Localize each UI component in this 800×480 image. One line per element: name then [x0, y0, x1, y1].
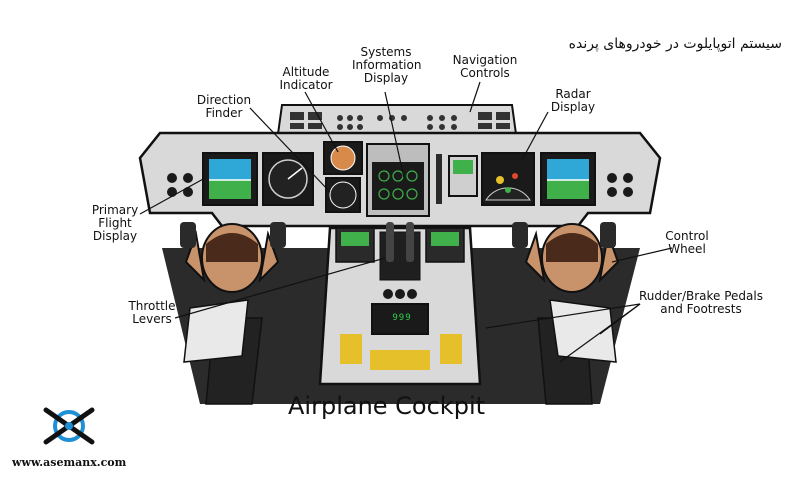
label-primary-flight-display: Primary Flight Display — [91, 203, 139, 243]
right-control-wheel-grip — [512, 222, 528, 248]
persian-title: سیستم اتوپایلوت در خودروهای پرنده — [568, 36, 782, 52]
label-radar-display: Radar Display — [550, 87, 596, 114]
asemanx-logo-icon — [43, 407, 95, 445]
website-url: www.asemanx.com — [12, 456, 127, 469]
label-throttle-levers: Throttle Levers — [128, 299, 176, 326]
side-knobs — [167, 173, 633, 197]
vertical-gauge — [436, 154, 442, 204]
label-navigation-controls: Navigation Controls — [452, 53, 518, 80]
label-altitude-indicator: Altitude Indicator — [279, 65, 333, 92]
right-pilot — [524, 223, 620, 293]
left-footrest — [183, 299, 249, 363]
overhead-switches — [290, 112, 510, 130]
label-leader-lines — [139, 81, 673, 363]
label-direction-finder: Direction Finder — [196, 93, 252, 120]
right-control-wheel-grip-2 — [600, 222, 616, 248]
label-systems-information-display: Systems Information Display — [352, 45, 422, 85]
throttle-levers — [379, 222, 421, 281]
left-control-wheel-grip — [180, 222, 196, 248]
left-control-wheel-grip-2 — [270, 222, 286, 248]
diagram-title: Airplane Cockpit — [288, 392, 486, 420]
console-readout-screen — [371, 303, 429, 335]
label-control-wheel: Control Wheel — [665, 229, 709, 256]
left-pilot — [184, 223, 280, 293]
pedestal-button-grids — [340, 334, 462, 370]
console-readout: 999 — [392, 313, 412, 323]
label-rudder-brake-pedals: Rudder/Brake Pedals and Footrests — [639, 289, 763, 316]
